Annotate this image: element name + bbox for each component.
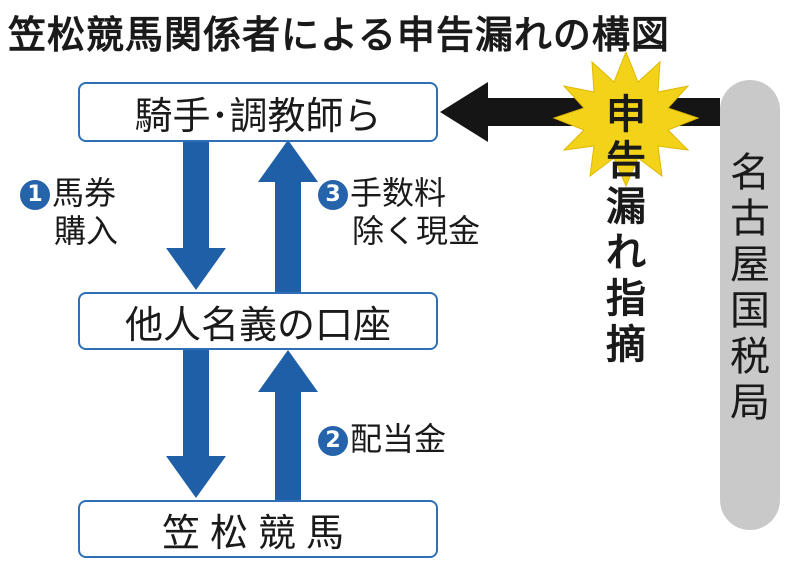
flow-1-text-line1: 馬券 xyxy=(52,174,117,212)
flow-1-text-line2: 購入 xyxy=(54,212,119,250)
flow-3-number-badge: 3 xyxy=(318,180,348,210)
report-omission-text: 申告漏れ指摘 xyxy=(606,92,646,368)
borrowed-name-account-box: 他人名義の口座 xyxy=(78,292,438,350)
kasamatsu-racecourse-box: 笠松競馬 xyxy=(78,500,438,558)
jockeys-trainers-box: 騎手･調教師ら xyxy=(78,82,438,142)
arrow-cash-return xyxy=(258,140,318,292)
flow-2-text: 配当金 xyxy=(350,420,447,458)
report-burst xyxy=(552,50,700,188)
kasamatsu-racecourse-label: 笠松競馬 xyxy=(161,510,354,555)
arrow-to-kasamatsu xyxy=(166,348,226,498)
arrow-bet-purchase xyxy=(166,140,226,290)
jockeys-trainers-label: 騎手･調教師ら xyxy=(134,93,382,138)
flow-1-number-badge: 1 xyxy=(20,180,50,210)
flow-2-number-badge: 2 xyxy=(318,426,348,456)
tax-office-bar xyxy=(720,80,780,530)
flow-3-text-line1: 手数料 xyxy=(350,174,447,212)
arrow-dividend xyxy=(258,350,318,500)
flow-3-text-line2: 除く現金 xyxy=(352,212,481,250)
borrowed-name-account-label: 他人名義の口座 xyxy=(124,302,391,347)
tax-office-label: 名古屋国税局 xyxy=(730,150,770,426)
diagram-title: 笠松競馬関係者による申告漏れの構図 xyxy=(8,13,670,57)
